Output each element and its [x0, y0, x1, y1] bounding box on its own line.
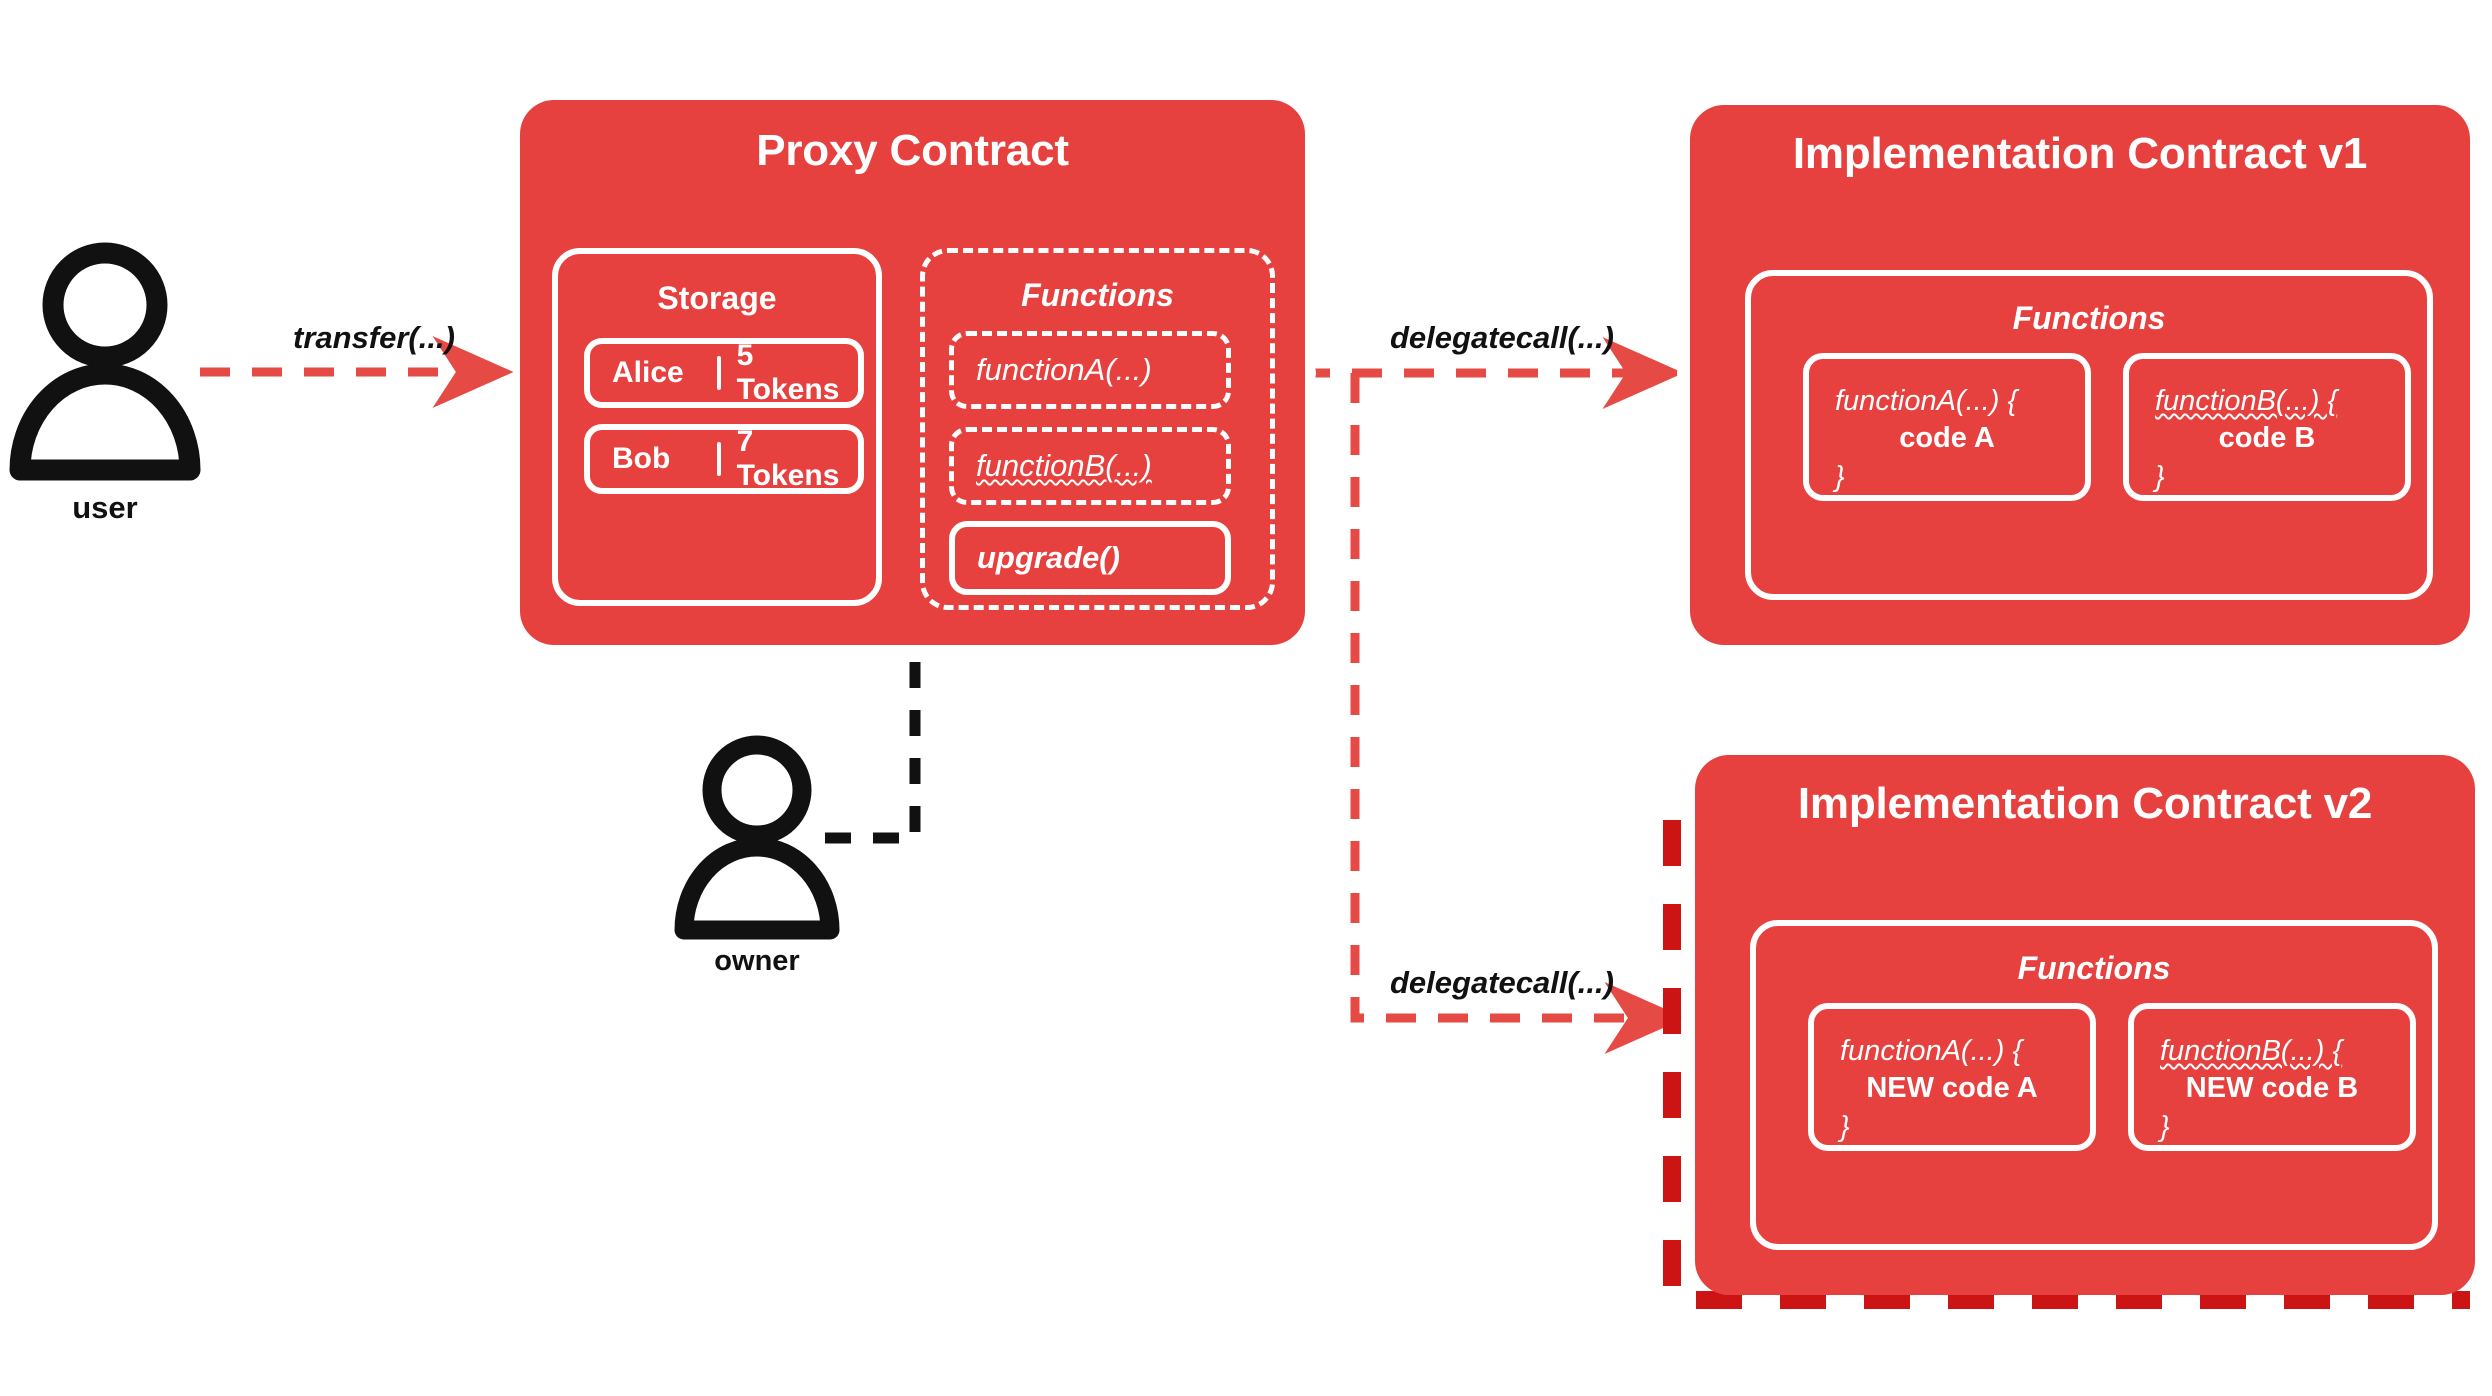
proxy-functions-panel: Functions functionA(...) functionB(...) … — [920, 248, 1275, 610]
impl-v1-functionA-body: code A — [1899, 422, 1995, 454]
impl-v2-functions-panel: Functions — [1750, 920, 2438, 1250]
owner-actor: owner — [652, 945, 862, 995]
proxy-functions-label: Functions — [1021, 277, 1174, 313]
user-label: user — [72, 490, 138, 525]
impl-v1-functionA-signature: functionA(...) { — [1835, 385, 2018, 417]
proxy-contract-title: Proxy Contract — [756, 126, 1069, 175]
impl-v2-functionB-body: NEW code B — [2185, 1072, 2359, 1104]
user-person-icon — [9, 242, 201, 481]
impl-v1-functionA-close: } — [1835, 461, 1845, 493]
impl-v1-functions-panel: Functions — [1745, 270, 2433, 600]
owner-person-icon — [674, 735, 840, 940]
impl-v1-code-functionB[interactable]: functionB(...) { code B } — [2123, 353, 2411, 501]
proxy-contract[interactable]: Proxy Contract Storage Alice 5 Tokens Bo… — [520, 100, 1305, 645]
proxy-storage-panel: Storage Alice 5 Tokens Bob 7 Tokens — [552, 248, 882, 606]
delegatecall-v1-edge-label: delegatecall(...) — [1390, 320, 1614, 355]
owner-label: owner — [714, 945, 800, 977]
storage-row-key: Bob — [612, 442, 671, 475]
storage-row-value: 7 Tokens — [736, 425, 840, 492]
delegatecall-v2-edge-label: delegatecall(...) — [1390, 965, 1614, 1000]
impl-v2-functionA-body: NEW code A — [1866, 1072, 2038, 1104]
impl-v2-highlight-outline — [1663, 820, 2470, 1309]
delegatecall-v2-arrow — [1350, 373, 1711, 1054]
impl-v2-functionB-signature: functionB(...) { — [2160, 1035, 2343, 1067]
implementation-v1[interactable]: Implementation Contract v1 Functions fun… — [1690, 105, 2470, 645]
user-actor: user — [0, 490, 210, 540]
implementation-v1-title: Implementation Contract v1 — [1792, 129, 2368, 178]
transfer-edge-label: transfer(...) — [293, 320, 455, 355]
proxy-function-functionB[interactable]: functionB(...) — [949, 427, 1231, 505]
storage-label: Storage — [657, 280, 777, 316]
impl-v2-functionA-signature: functionA(...) { — [1840, 1035, 2023, 1067]
impl-v2-code-functionB[interactable]: functionB(...) { NEW code B } — [2128, 1003, 2416, 1151]
storage-row-key: Alice — [612, 356, 684, 389]
storage-row: Alice 5 Tokens — [584, 338, 864, 408]
impl-v1-functionB-body: code B — [2218, 422, 2316, 454]
implementation-v2[interactable]: Implementation Contract v2 Functions fun… — [1695, 755, 2475, 1295]
upgrade-function-label: upgrade() — [977, 540, 1120, 575]
impl-v1-functionB-close: } — [2155, 461, 2165, 493]
storage-row: Bob 7 Tokens — [584, 424, 864, 494]
storage-row-separator — [716, 442, 721, 476]
impl-v1-functionB-signature: functionB(...) { — [2155, 385, 2338, 417]
impl-v2-functions-label: Functions — [2017, 950, 2171, 986]
storage-row-value: 5 Tokens — [736, 339, 840, 406]
storage-row-separator — [716, 356, 721, 390]
implementation-v2-title: Implementation Contract v2 — [1797, 779, 2373, 828]
impl-v1-functions-label: Functions — [2012, 300, 2166, 336]
delegatecall-v1-arrow — [1286, 337, 1707, 409]
upgrade-function[interactable]: upgrade() — [949, 521, 1231, 595]
proxy-function-functionA[interactable]: functionA(...) — [949, 331, 1231, 409]
impl-v2-functionB-close: } — [2160, 1111, 2170, 1143]
impl-v2-code-functionA[interactable]: functionA(...) { NEW code A } — [1808, 1003, 2096, 1151]
proxy-function-functionB-label: functionB(...) — [976, 448, 1152, 483]
impl-v1-code-functionA[interactable]: functionA(...) { code A } — [1803, 353, 2091, 501]
proxy-function-functionA-label: functionA(...) — [976, 352, 1152, 387]
impl-v2-functionA-close: } — [1840, 1111, 1850, 1143]
